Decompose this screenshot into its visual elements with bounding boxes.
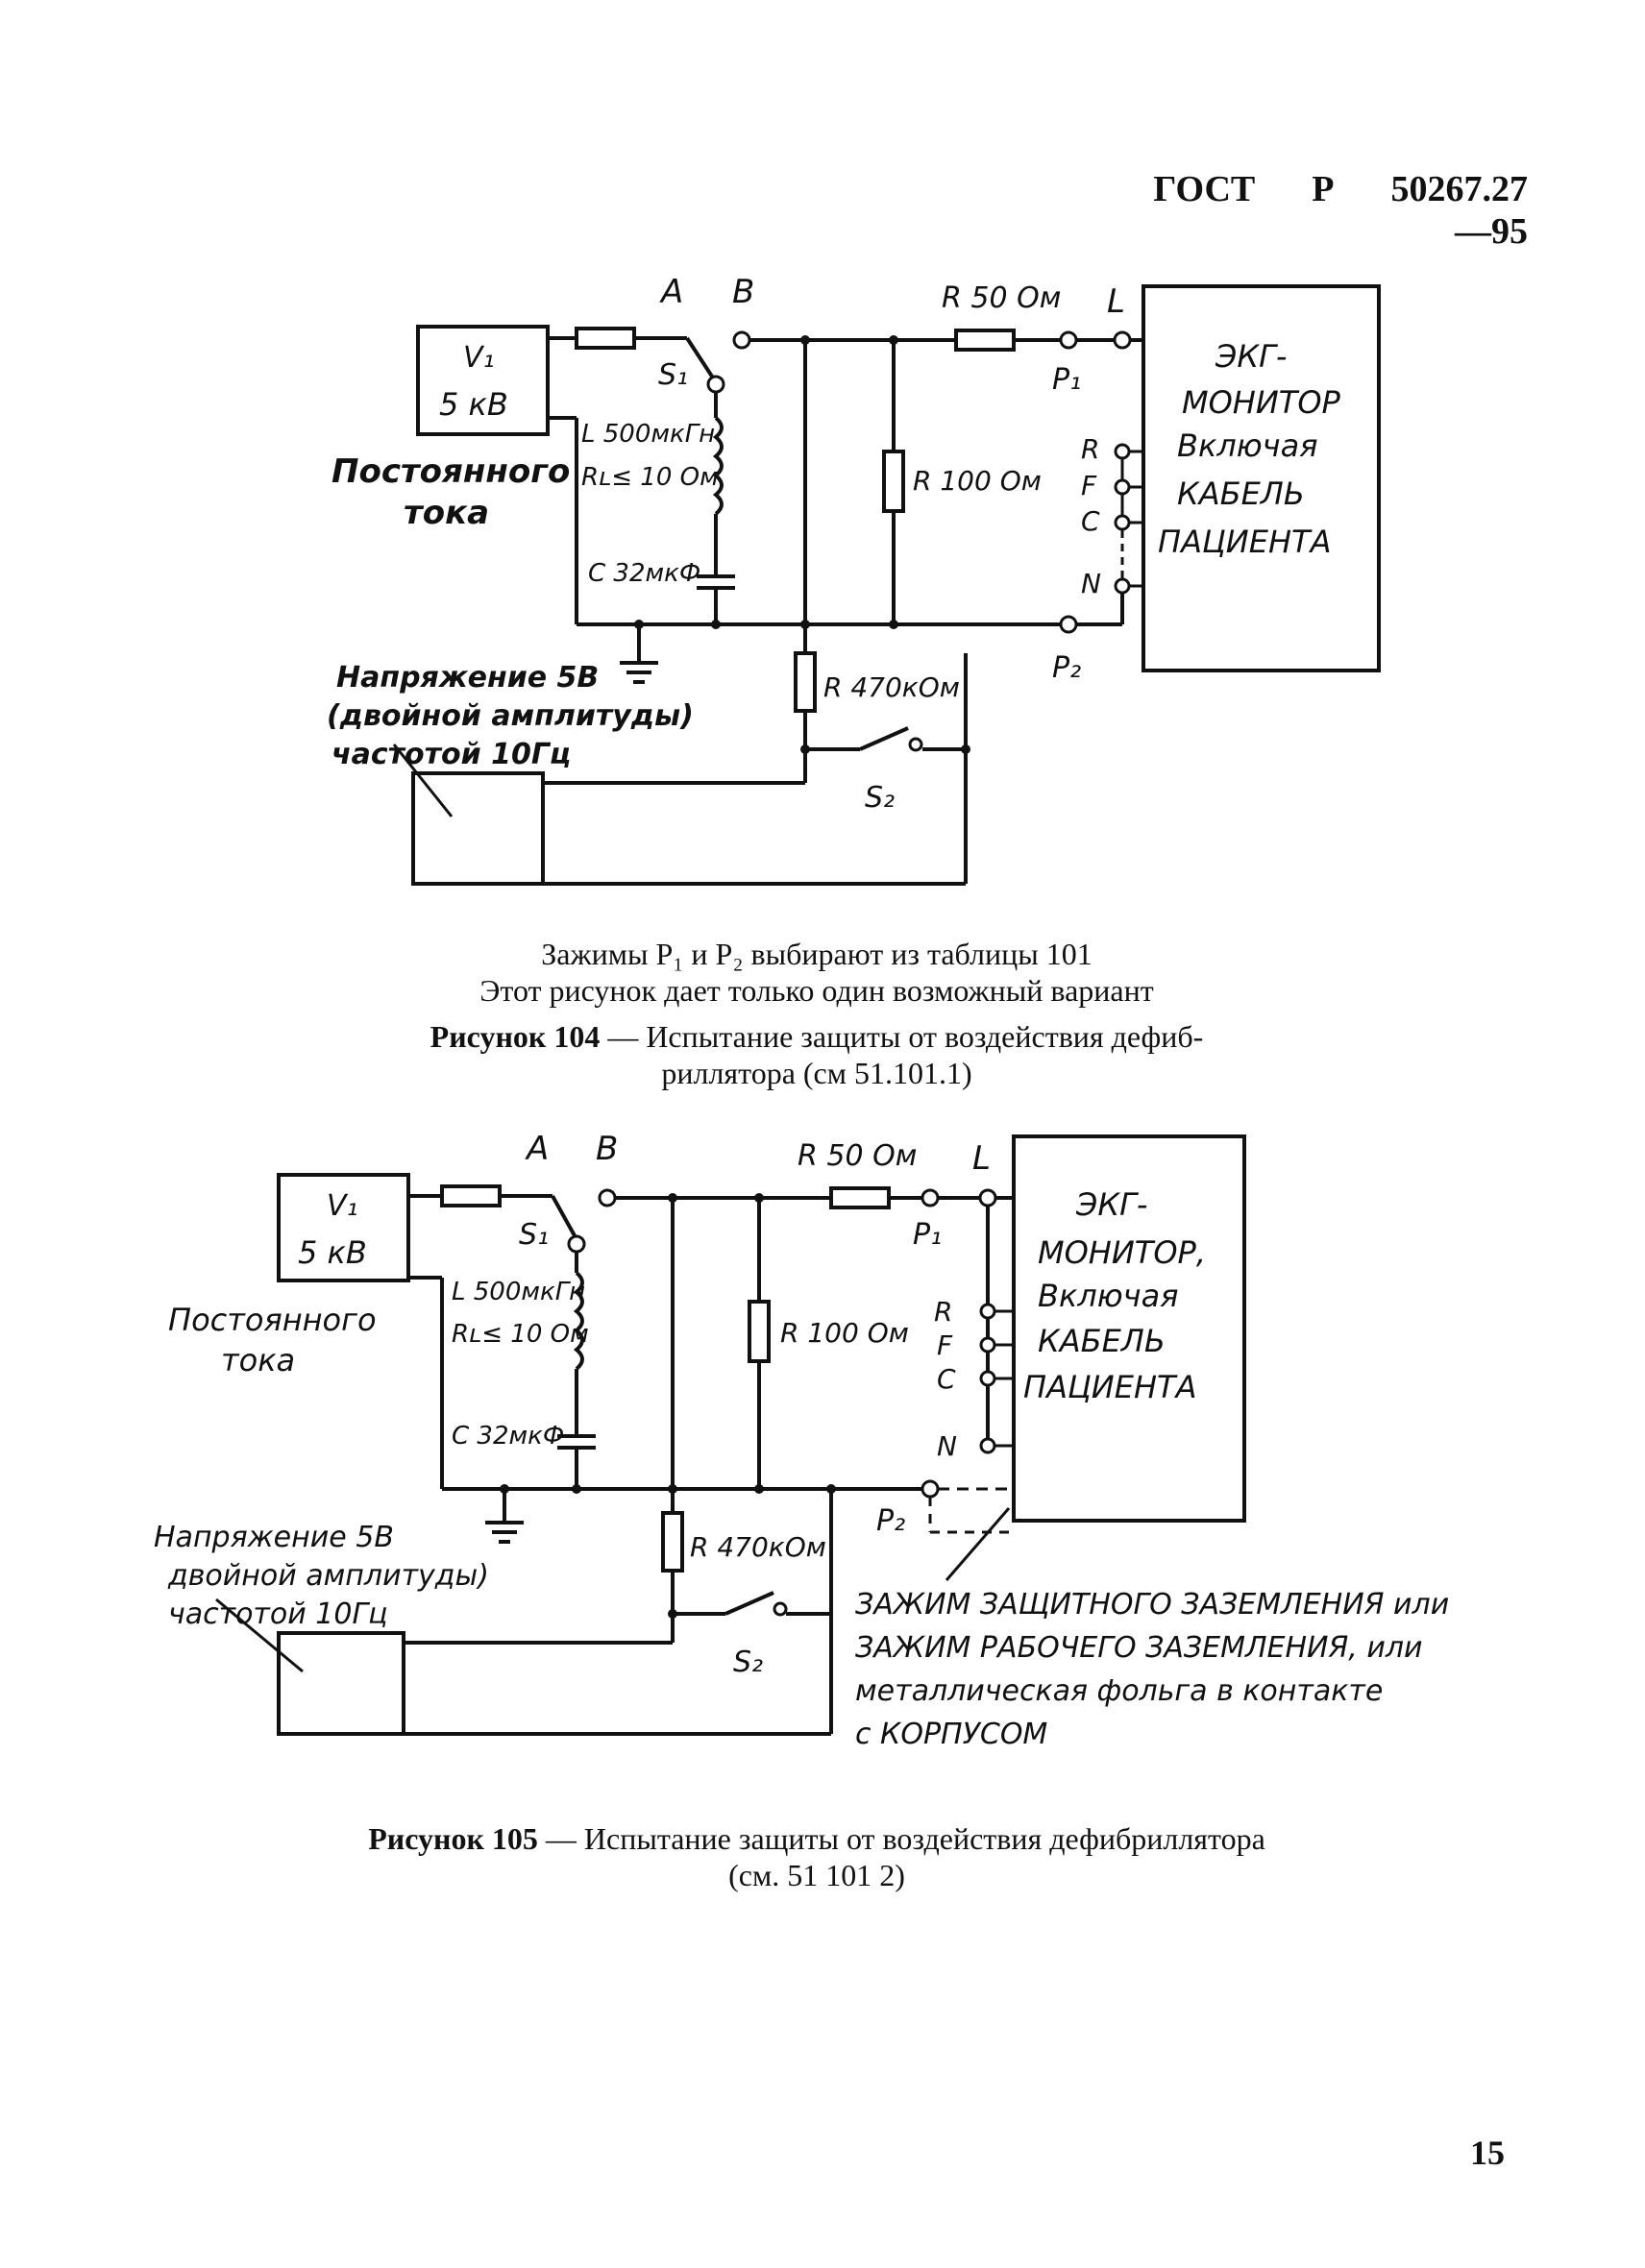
figure-105-schematic: V₁ 5 кВ A B S₁ R 50 Ом L P₁ R 100 Ом L 5… — [154, 1130, 1449, 1751]
ecg-line-2: МОНИТОР — [1182, 384, 1341, 421]
label-c-value: C 32мкФ — [588, 559, 700, 588]
label-ground-note-2: ЗАЖИМ РАБОЧЕГО ЗАЗЕМЛЕНИЯ, или — [855, 1631, 1423, 1665]
label-v1-value: 5 кВ — [439, 386, 508, 423]
header-number: 50267.27—95 — [1390, 169, 1529, 252]
header-standard: ГОСТ — [1153, 169, 1256, 209]
label-dc-line-1: Постоянного — [168, 1302, 377, 1338]
label-voltage-2: двойной амплитуды) — [167, 1559, 489, 1593]
label-s2: S₂ — [865, 781, 895, 815]
label-s1: S₁ — [519, 1218, 549, 1252]
label-r100: R 100 Ом — [913, 465, 1042, 497]
label-N: N — [1081, 568, 1101, 599]
standard-header: ГОСТ Р 50267.27—95 — [1124, 168, 1528, 253]
ecg-line-1: ЭКГ- — [1215, 338, 1287, 375]
fig105-caption-label: Рисунок 105 — [368, 1821, 538, 1856]
label-s1: S₁ — [658, 358, 688, 392]
label-l-value: L 500мкГн — [452, 1278, 585, 1306]
label-N: N — [937, 1430, 957, 1462]
label-B: B — [732, 273, 754, 311]
ecg-line-2: МОНИТОР, — [1038, 1234, 1206, 1271]
label-dc-line-2: тока — [404, 494, 489, 532]
resistor-series — [575, 327, 636, 350]
label-c-value: C 32мкФ — [452, 1422, 564, 1451]
label-ground-note-3: металлическая фольга в контакте — [855, 1674, 1383, 1708]
label-L: L — [1107, 282, 1125, 321]
ecg-line-3: Включая — [1038, 1278, 1178, 1314]
label-C: C — [1081, 505, 1100, 537]
fig104-caption: Рисунок 104 — Испытание защиты от воздей… — [288, 1018, 1345, 1055]
label-voltage-3: частотой 10Гц — [331, 738, 571, 771]
fig105-caption-text-1: — Испытание защиты от воздействия дефибр… — [537, 1821, 1265, 1856]
ecg-monitor-box — [1142, 284, 1381, 672]
switch-s2-blade — [724, 1591, 774, 1616]
label-p2: P₂ — [1052, 651, 1081, 685]
resistor-100ohm — [882, 450, 905, 513]
fig104-caption-line-2: риллятора (см 51.101.1) — [661, 1056, 972, 1090]
label-v1: V₁ — [463, 341, 495, 375]
inductor-coil — [573, 1271, 584, 1371]
label-voltage-2: (двойной амплитуды) — [327, 699, 694, 733]
ecg-line-4: КАБЕЛЬ — [1038, 1323, 1166, 1359]
switch-s2-blade — [859, 726, 909, 751]
label-B: B — [596, 1130, 618, 1168]
figure-104-schematic: V₁ 5 кВ A B S₁ R 50 Ом L P₁ R 100 Ом L 5… — [327, 273, 1381, 886]
fig104-note-2: Этот рисунок дает только один возможный … — [479, 973, 1154, 1008]
label-r100: R 100 Ом — [780, 1317, 909, 1349]
switch-s1-blade — [685, 336, 718, 384]
label-r50: R 50 Ом — [798, 1139, 917, 1173]
label-p2: P₂ — [876, 1504, 905, 1538]
fig104-note-1: Зажимы P₁ и P₂ выбирают из таблицы 101 — [541, 937, 1093, 971]
page-number: 15 — [1470, 2134, 1505, 2172]
label-L: L — [972, 1139, 991, 1178]
label-voltage-1: Напряжение 5В — [154, 1521, 394, 1554]
label-F: F — [1081, 470, 1097, 501]
label-A: A — [525, 1130, 549, 1168]
label-R: R — [934, 1296, 952, 1328]
resistor-50ohm — [829, 1186, 891, 1209]
label-voltage-1: Напряжение 5В — [336, 661, 599, 695]
generator-box — [277, 1631, 405, 1736]
resistor-470k — [661, 1511, 684, 1573]
header-letter: Р — [1312, 169, 1335, 209]
label-ground-note-4: с КОРПУСОМ — [855, 1718, 1047, 1751]
label-voltage-3: частотой 10Гц — [168, 1597, 388, 1631]
label-r470: R 470кОм — [690, 1531, 826, 1563]
label-p1: P₁ — [1052, 363, 1081, 397]
label-rl-value: Rʟ≤ 10 Ом — [581, 463, 719, 492]
label-l-value: L 500мкГн — [581, 420, 715, 449]
label-C: C — [937, 1363, 956, 1395]
label-ground-note-1: ЗАЖИМ ЗАЩИТНОГО ЗАЗЕМЛЕНИЯ или — [855, 1588, 1449, 1622]
label-v1: V₁ — [327, 1189, 358, 1223]
label-p1: P₁ — [913, 1218, 942, 1252]
inductor-coil — [712, 416, 724, 516]
resistor-100ohm — [748, 1300, 771, 1363]
label-s2: S₂ — [733, 1646, 763, 1679]
label-v1-value: 5 кВ — [298, 1234, 367, 1271]
switch-s1-blade — [551, 1195, 578, 1240]
label-dc-line-2: тока — [221, 1342, 295, 1378]
fig105-caption-line-2: (см. 51 101 2) — [728, 1858, 905, 1892]
label-r50: R 50 Ом — [942, 281, 1061, 315]
label-rl-value: Rʟ≤ 10 Ом — [452, 1320, 589, 1349]
label-R: R — [1081, 433, 1099, 465]
fig104-caption-label: Рисунок 104 — [430, 1019, 601, 1054]
ecg-monitor-box — [1012, 1134, 1246, 1523]
ecg-line-5: ПАЦИЕНТА — [1158, 524, 1331, 560]
v1-source-box — [416, 325, 550, 436]
fig105-caption: Рисунок 105 — Испытание защиты от воздей… — [240, 1820, 1393, 1857]
label-A: A — [659, 273, 683, 311]
ecg-line-4: КАБЕЛЬ — [1177, 476, 1305, 512]
ecg-line-1: ЭКГ- — [1075, 1186, 1147, 1223]
resistor-470k — [794, 651, 817, 713]
v1-source-box — [277, 1173, 410, 1282]
label-dc-line-1: Постоянного — [331, 452, 570, 491]
ecg-line-3: Включая — [1177, 427, 1317, 464]
generator-box — [411, 771, 545, 886]
resistor-series — [440, 1184, 502, 1207]
resistor-50ohm — [954, 329, 1016, 352]
label-F: F — [937, 1329, 953, 1361]
label-r470: R 470кОм — [823, 671, 960, 703]
fig104-caption-text-1: — Испытание защиты от воздействия дефиб- — [600, 1019, 1204, 1054]
ecg-line-5: ПАЦИЕНТА — [1023, 1369, 1196, 1405]
